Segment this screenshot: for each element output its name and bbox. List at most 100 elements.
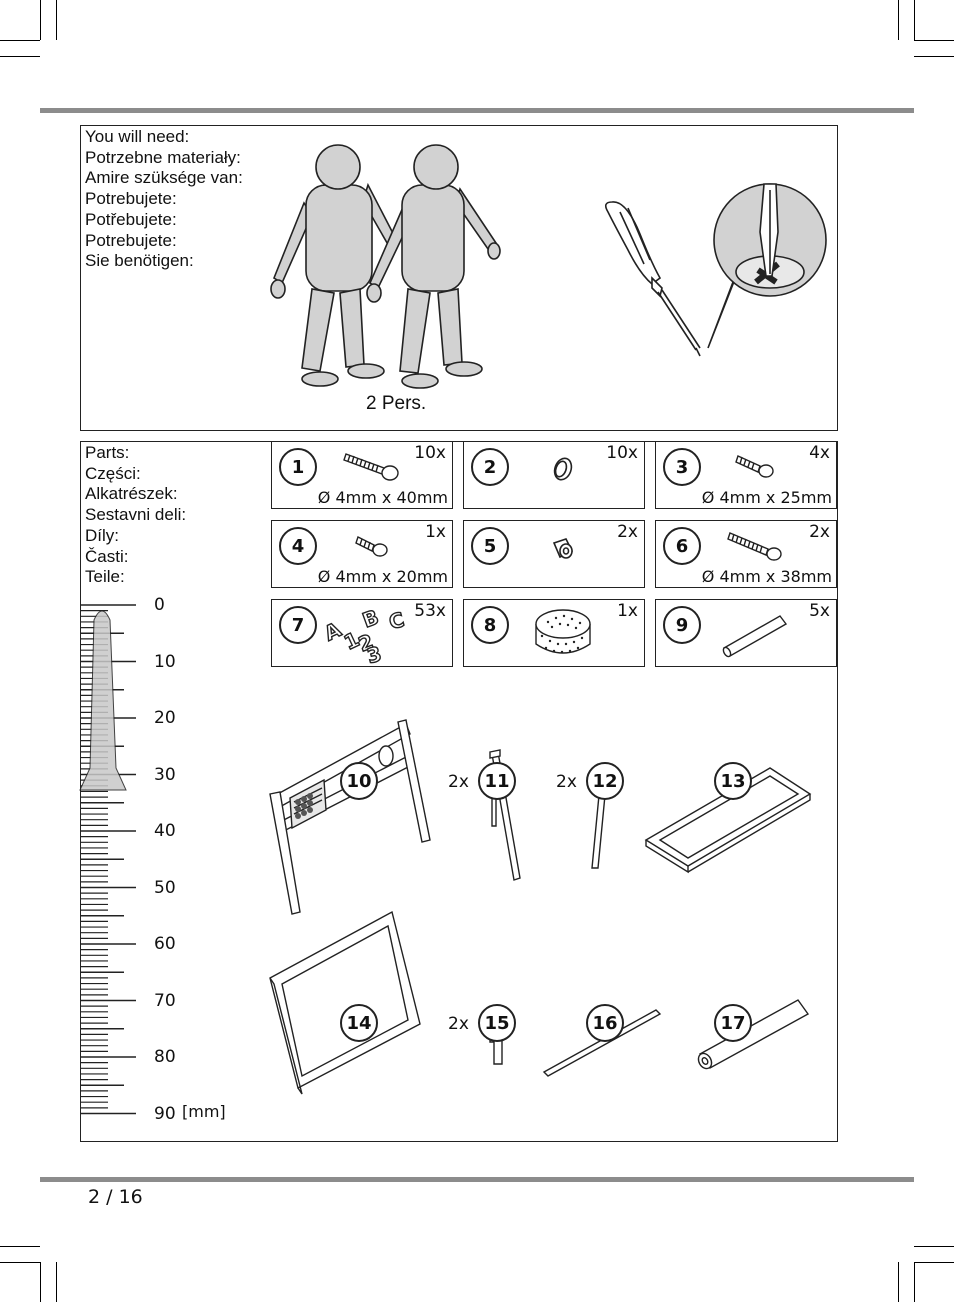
part-quantity: 10x: [606, 443, 638, 463]
part-number: 15: [478, 1004, 516, 1042]
crop-mark: [914, 40, 954, 41]
screw-icon: [735, 455, 774, 478]
magnetic-letters-icon: A B C 1 2 3: [320, 604, 408, 669]
part-number: 3: [663, 448, 701, 486]
svg-text:B: B: [359, 605, 382, 633]
crop-mark: [56, 0, 57, 40]
cap-icon: [553, 457, 573, 481]
person-icon: [270, 144, 400, 387]
part-cell-4: 4 1x Ø 4mm x 20mm: [271, 520, 453, 588]
part-quantity: 2x: [809, 522, 830, 542]
part-number: 16: [586, 1004, 624, 1042]
part-quantity: 10x: [414, 443, 446, 463]
parts-line: Časti:: [85, 546, 129, 566]
you-will-need-line: You will need:: [85, 127, 190, 146]
crop-mark: [0, 40, 40, 41]
part-quantity: 1x: [425, 522, 446, 542]
tray-frame-icon: [644, 767, 812, 874]
part-quantity: 2x: [448, 1014, 469, 1034]
persons-label: 2 Pers.: [366, 393, 427, 414]
part-number: 11: [478, 762, 516, 800]
part-dimension: Ø 4mm x 25mm: [701, 488, 832, 507]
part-cell-9: 9 5x: [655, 599, 837, 667]
tube-rod-icon: [697, 999, 810, 1070]
crop-mark: [914, 1262, 915, 1302]
top-rule: [40, 108, 914, 113]
you-will-need-line: Sie benötigen:: [85, 251, 194, 271]
crop-mark: [56, 1262, 57, 1302]
dowel-icon: [722, 615, 788, 658]
part-quantity: 5x: [809, 601, 830, 621]
parts-line: Sestavni deli:: [85, 505, 187, 525]
ruler-label: 70: [154, 991, 176, 1011]
part-number: 14: [340, 1004, 378, 1042]
crop-mark: [0, 1262, 40, 1263]
screw-size-ruler: [79, 604, 136, 1115]
ruler-label: 10: [154, 652, 176, 672]
parts-line: Alkatrészek:: [85, 484, 178, 504]
crop-mark: [914, 0, 915, 40]
part-number: 7: [279, 606, 317, 644]
svg-text:3: 3: [364, 641, 384, 668]
part-dimension: Ø 4mm x 20mm: [317, 567, 448, 586]
part-number: 8: [471, 606, 509, 644]
part-cell-8: 8 1x: [463, 599, 645, 667]
spacer-icon: [552, 538, 574, 559]
part-cell-3: 3 4x Ø 4mm x 25mm: [655, 441, 837, 509]
part-number: 9: [663, 606, 701, 644]
crop-mark: [0, 56, 40, 57]
screw-icon: [727, 532, 782, 561]
bottom-rule: [40, 1177, 914, 1182]
parts-line: Teile:: [85, 567, 125, 587]
svg-text:A: A: [320, 617, 345, 646]
parts-line: Części:: [85, 463, 141, 483]
you-will-need-line: Potrebujete:: [85, 230, 177, 250]
crop-mark: [40, 0, 41, 40]
you-will-need-line: Potřebujete:: [85, 209, 177, 229]
part-cell-7: 7 53x A B C 1 2 3: [271, 599, 453, 669]
part-number: 1: [279, 448, 317, 486]
part-cell-6: 6 2x Ø 4mm x 38mm: [655, 520, 837, 588]
part-number: 6: [663, 527, 701, 565]
part-quantity: 2x: [556, 772, 577, 792]
you-will-need-line: Potrebujete:: [85, 189, 177, 209]
ruler-label: 40: [154, 821, 176, 841]
board-frame-icon: [269, 719, 431, 915]
you-will-need-list: You will need: Potrzebne materiały: Amir…: [85, 127, 243, 272]
part-number: 13: [714, 762, 752, 800]
ruler-label: 30: [154, 765, 176, 785]
ruler-label: 60: [154, 934, 176, 954]
part-number: 4: [279, 527, 317, 565]
screw-icon: [343, 453, 399, 481]
screw-icon: [355, 536, 388, 557]
parts-list: Parts: Części: Alkatrészek: Sestavni del…: [85, 443, 186, 588]
part-dimension: Ø 4mm x 40mm: [317, 488, 448, 507]
svg-text:C: C: [386, 607, 406, 634]
part-quantity: 2x: [448, 772, 469, 792]
part-dimension: Ø 4mm x 38mm: [701, 567, 832, 586]
you-will-need-line: Amire szüksége van:: [85, 168, 243, 188]
part-quantity: 4x: [809, 443, 830, 463]
crop-mark: [898, 1262, 899, 1302]
crop-mark: [0, 1246, 40, 1247]
ruler-label: 80: [154, 1047, 176, 1067]
ruler-unit: [mm]: [182, 1102, 226, 1121]
part-cell-5: 5 2x: [463, 520, 645, 588]
ruler-label: 50: [154, 878, 176, 898]
part-quantity: 1x: [617, 601, 638, 621]
crop-mark: [914, 1262, 954, 1263]
part-cell-1: 1 10x Ø 4mm x 40mm: [271, 441, 453, 509]
crop-mark: [898, 0, 899, 40]
crop-mark: [40, 1262, 41, 1302]
page-number: 2 / 16: [88, 1186, 143, 1208]
ruler-label: 90: [154, 1104, 176, 1124]
part-quantity: 53x: [414, 601, 446, 621]
parts-line: Parts:: [85, 443, 130, 462]
part-number: 5: [471, 527, 509, 565]
part-number: 12: [586, 762, 624, 800]
part-cell-2: 2 10x: [463, 441, 645, 509]
part-number: 10: [340, 762, 378, 800]
part-number: 17: [714, 1004, 752, 1042]
board-panel-icon: [269, 910, 421, 1095]
you-will-need-line: Potrzebne materiały:: [85, 147, 241, 167]
